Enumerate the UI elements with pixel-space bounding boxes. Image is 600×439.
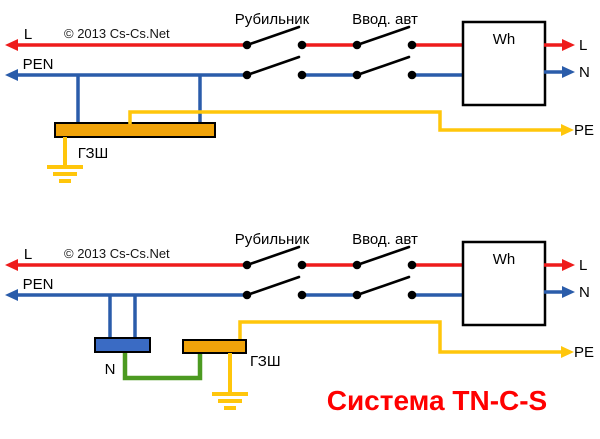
bottom-neutral-output xyxy=(544,286,575,298)
bottom-phase-conductor xyxy=(5,259,465,271)
disconnector-switch xyxy=(242,245,307,300)
label-phase-in: L xyxy=(24,246,32,263)
earth-ground-icon xyxy=(47,137,83,183)
label-gzsh: ГЗШ xyxy=(78,145,109,162)
contact-dot xyxy=(407,40,417,50)
label-breaker: Ввод. авт xyxy=(352,231,418,248)
label-pe-out: PE xyxy=(574,344,594,361)
bottom-circuit: Wh L © 2013 Cs-Cs.Net PEN Рубильник Ввод… xyxy=(5,231,594,410)
top-pe-conductor xyxy=(128,110,574,136)
copyright-text: © 2013 Cs-Cs.Net xyxy=(64,246,170,261)
meter-label: Wh xyxy=(493,251,516,268)
system-title: Система TN-C-S xyxy=(327,385,548,416)
breaker-blade xyxy=(355,25,411,47)
label-breaker: Ввод. авт xyxy=(352,11,418,28)
breaker-blade xyxy=(355,245,411,267)
arrow-right-l-icon xyxy=(562,39,575,51)
top-neutral-output xyxy=(544,66,575,78)
switch-blade xyxy=(245,25,301,47)
bottom-pen-conductor xyxy=(5,289,465,340)
top-phase-output xyxy=(544,39,575,51)
meter-label: Wh xyxy=(493,31,516,48)
energy-meter-box xyxy=(461,240,547,327)
top-phase-conductor xyxy=(5,39,465,51)
contact-dot xyxy=(407,260,417,270)
input-breaker xyxy=(352,25,417,80)
label-neutral-out: N xyxy=(579,64,590,81)
contact-dot xyxy=(407,70,417,80)
arrow-right-n-icon xyxy=(562,286,575,298)
copyright-text: © 2013 Cs-Cs.Net xyxy=(64,26,170,41)
arrow-right-l-icon xyxy=(562,259,575,271)
input-breaker xyxy=(352,245,417,300)
label-n-bus: N xyxy=(105,361,116,378)
gzsh-busbar xyxy=(182,339,247,354)
pe-wire xyxy=(238,320,561,354)
arrow-left-pen-icon xyxy=(5,69,18,81)
label-phase-in: L xyxy=(24,26,32,43)
arrow-right-pe-icon xyxy=(561,346,574,358)
breaker-blade xyxy=(355,55,411,77)
disconnector-switch xyxy=(242,25,307,80)
bottom-pe-conductor xyxy=(238,320,574,358)
pe-wire xyxy=(128,110,561,132)
switch-blade xyxy=(245,275,301,297)
n-to-gzsh-jumper xyxy=(122,352,203,381)
label-disconnector: Рубильник xyxy=(235,231,310,248)
label-neutral-out: N xyxy=(579,284,590,301)
earth-ground-icon xyxy=(212,353,248,410)
label-disconnector: Рубильник xyxy=(235,11,310,28)
n-busbar xyxy=(94,337,151,353)
contact-dot xyxy=(297,40,307,50)
contact-dot xyxy=(297,70,307,80)
label-gzsh: ГЗШ xyxy=(250,353,281,370)
arrow-left-l-icon xyxy=(5,259,18,271)
label-phase-out: L xyxy=(579,257,587,274)
top-pen-conductor xyxy=(5,69,465,125)
label-pen-in: PEN xyxy=(23,276,54,293)
contact-dot xyxy=(297,260,307,270)
arrow-right-n-icon xyxy=(562,66,575,78)
arrow-right-pe-icon xyxy=(561,124,574,136)
bottom-phase-output xyxy=(544,259,575,271)
breaker-blade xyxy=(355,275,411,297)
switch-blade xyxy=(245,55,301,77)
label-pen-in: PEN xyxy=(23,56,54,73)
label-pe-out: PE xyxy=(574,122,594,139)
arrow-left-l-icon xyxy=(5,39,18,51)
arrow-left-pen-icon xyxy=(5,289,18,301)
top-circuit: Wh L © 2013 Cs-Cs.Net PEN Рубильник Ввод… xyxy=(5,11,594,183)
contact-dot xyxy=(407,290,417,300)
energy-meter-box xyxy=(461,20,547,107)
gzsh-busbar xyxy=(54,122,216,138)
label-phase-out: L xyxy=(579,37,587,54)
switch-blade xyxy=(245,245,301,267)
contact-dot xyxy=(297,290,307,300)
